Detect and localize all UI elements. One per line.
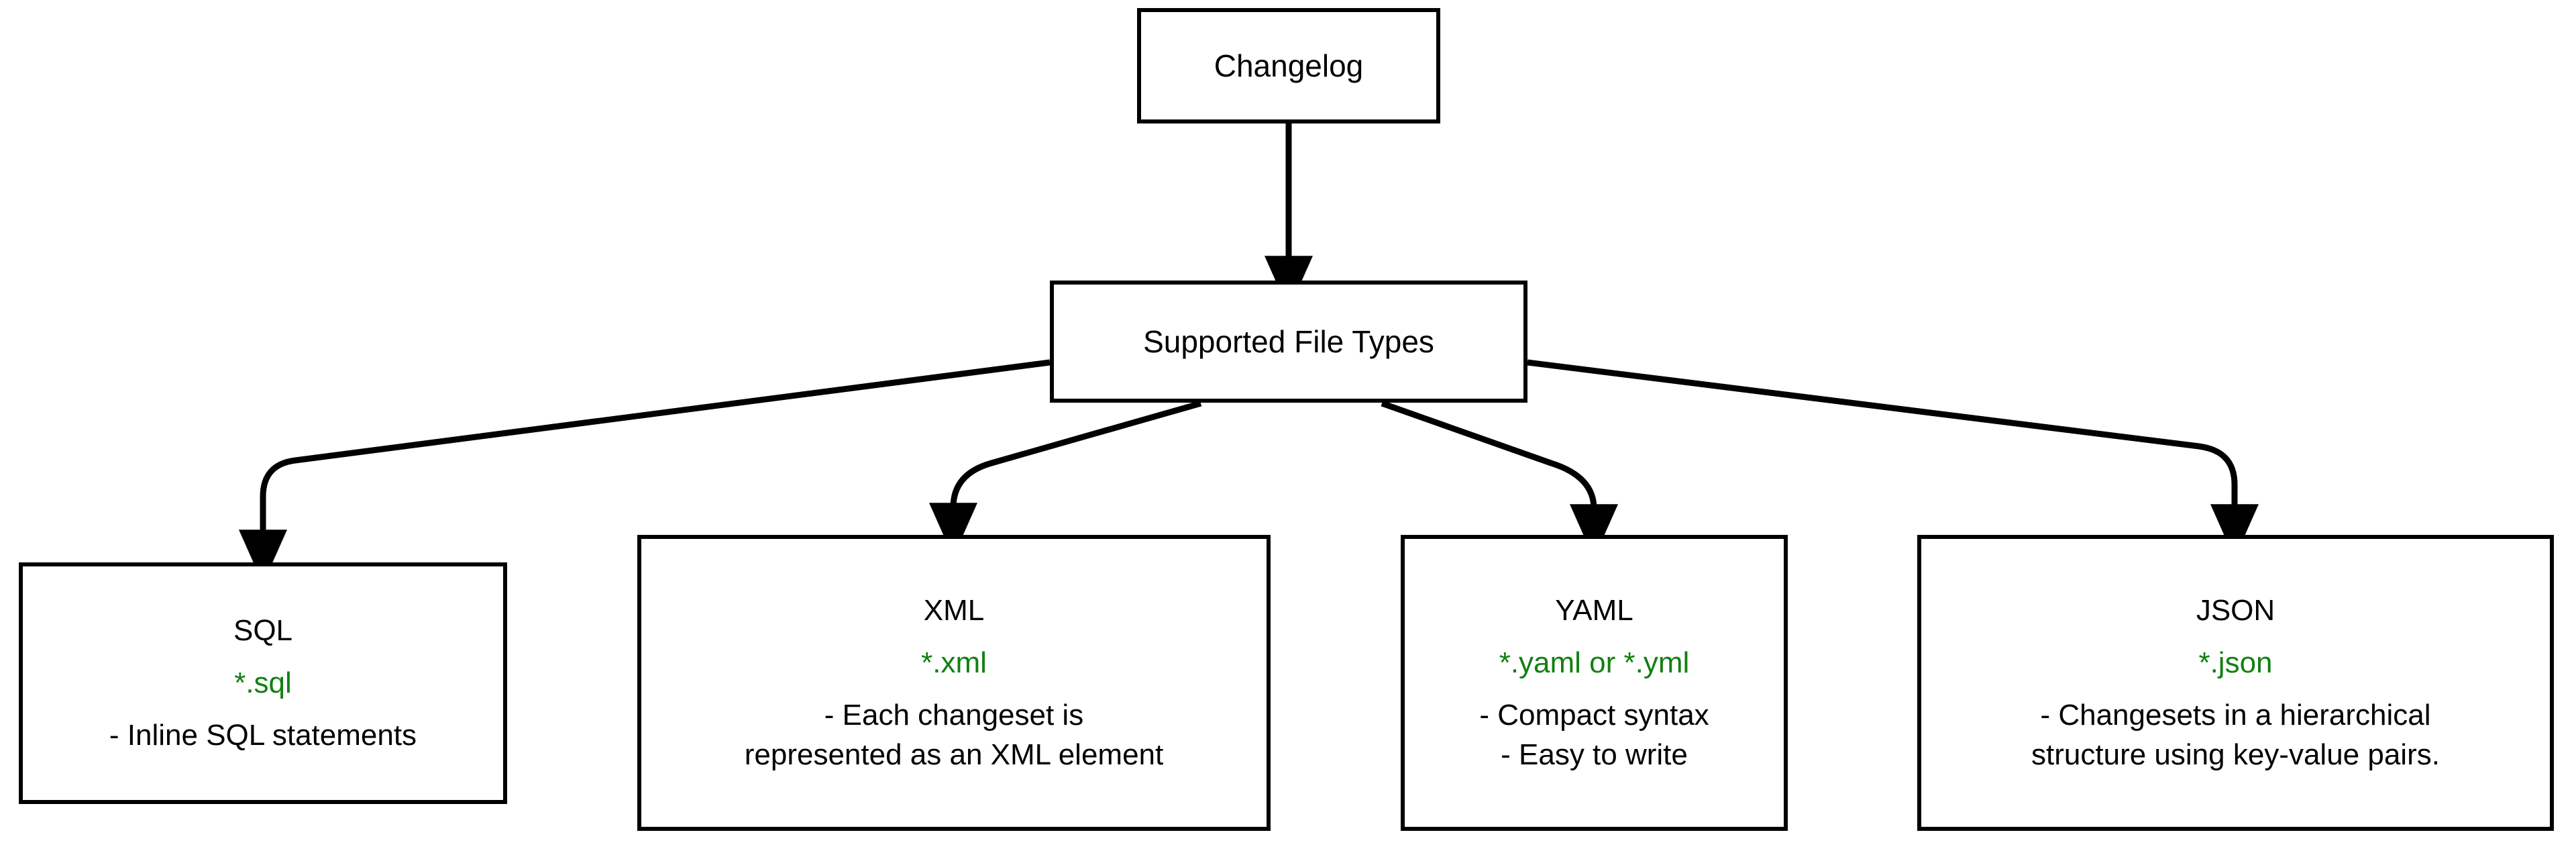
node-sql-extension: *.sql — [234, 666, 292, 700]
node-sql[interactable]: SQL *.sql - Inline SQL statements — [19, 562, 507, 804]
node-sql-title: SQL — [233, 614, 293, 648]
node-changelog[interactable]: Changelog — [1137, 8, 1440, 123]
node-xml-description-line-1: - Each changeset is — [824, 698, 1084, 732]
node-json-description-line-2: structure using key-value pairs. — [2031, 738, 2440, 772]
edge-supported-to-json — [1527, 359, 2259, 559]
node-yaml[interactable]: YAML *.yaml or *.yml - Compact syntax - … — [1401, 535, 1788, 831]
node-sql-description-line-1: - Inline SQL statements — [109, 718, 417, 752]
node-json-description: - Changesets in a hierarchical structure… — [2031, 698, 2440, 773]
node-changelog-label: Changelog — [1214, 48, 1364, 83]
node-xml-extension: *.xml — [921, 646, 987, 679]
node-supported-file-types[interactable]: Supported File Types — [1050, 281, 1527, 403]
edge-supported-to-sql — [239, 359, 1051, 585]
node-json[interactable]: JSON *.json - Changesets in a hierarchic… — [1917, 535, 2554, 831]
node-yaml-description-line-2: - Easy to write — [1501, 738, 1688, 772]
node-json-title: JSON — [2196, 593, 2275, 627]
node-yaml-title: YAML — [1555, 593, 1633, 627]
node-xml-title: XML — [923, 593, 985, 627]
node-sql-description: - Inline SQL statements — [109, 718, 417, 753]
edge-supported-to-xml — [929, 400, 1202, 558]
node-json-description-line-1: - Changesets in a hierarchical — [2040, 698, 2431, 732]
node-supported-file-types-label: Supported File Types — [1143, 323, 1434, 359]
node-json-extension: *.json — [2198, 646, 2273, 679]
node-xml-description-line-2: represented as an XML element — [744, 738, 1164, 772]
edge-supported-to-yaml — [1381, 400, 1618, 559]
node-yaml-description: - Compact syntax - Easy to write — [1479, 698, 1709, 773]
node-xml[interactable]: XML *.xml - Each changeset is represente… — [637, 535, 1271, 831]
node-yaml-description-line-1: - Compact syntax — [1479, 698, 1709, 732]
node-yaml-extension: *.yaml or *.yml — [1499, 646, 1690, 679]
node-xml-description: - Each changeset is represented as an XM… — [745, 698, 1164, 773]
